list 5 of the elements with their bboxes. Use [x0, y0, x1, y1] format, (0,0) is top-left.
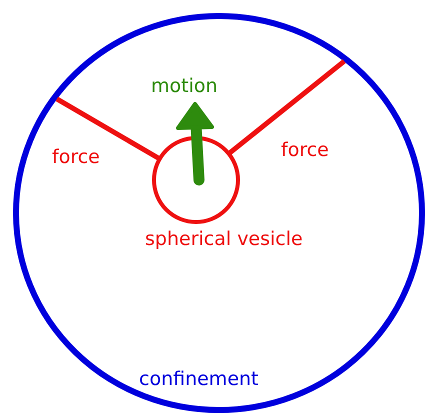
force-line [227, 59, 346, 156]
shape-label: spherical vesicle [145, 228, 303, 250]
motion-label: motion [151, 75, 218, 97]
shape-label: confinement [139, 368, 259, 390]
force-line [56, 96, 161, 162]
